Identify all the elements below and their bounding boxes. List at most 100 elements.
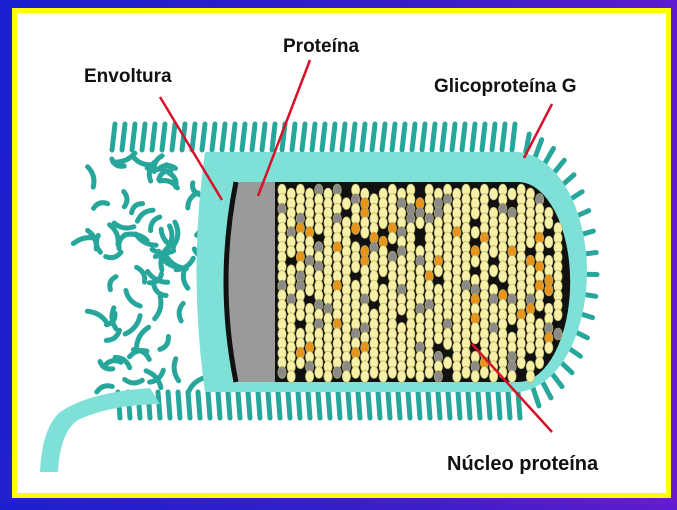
nucleo-bead: [434, 332, 442, 344]
nucleoprotein-core: [225, 182, 571, 382]
spike: [372, 124, 375, 150]
spike: [228, 392, 230, 418]
spike: [392, 124, 395, 150]
spike: [308, 392, 310, 418]
nucleo-bead: [361, 226, 369, 238]
nucleo-bead: [333, 366, 341, 378]
spike: [502, 124, 505, 150]
spike: [258, 392, 260, 418]
spike: [382, 124, 385, 150]
nucleo-bead: [342, 370, 350, 382]
spike: [168, 392, 170, 418]
nucleo-bead: [535, 357, 543, 369]
spike: [348, 392, 350, 418]
spike: [318, 392, 320, 418]
nucleo-bead: [388, 366, 396, 378]
nucleo-bead: [545, 342, 553, 354]
nucleo-bead: [379, 265, 387, 277]
nucleo-bead: [489, 246, 497, 258]
nucleo-bead: [397, 370, 405, 382]
spike: [368, 392, 370, 418]
spike: [432, 124, 435, 150]
spike: [202, 124, 205, 150]
spike: [238, 392, 240, 418]
spike: [122, 124, 125, 150]
nucleo-bead: [508, 188, 516, 200]
label-proteina: Proteína: [283, 36, 359, 57]
nucleo-bead: [526, 342, 534, 354]
nucleo-bead: [508, 370, 516, 382]
nucleo-bead: [434, 370, 442, 382]
nucleo-bead: [305, 284, 313, 296]
nucleo-bead: [315, 222, 323, 234]
nucleo-bead: [296, 357, 304, 369]
spike: [498, 392, 500, 418]
nucleo-bead: [287, 246, 295, 258]
nucleo-bead: [471, 255, 479, 267]
spike: [342, 124, 345, 150]
nucleo-bead: [471, 207, 479, 219]
spike: [358, 392, 360, 418]
nucleo-bead: [425, 366, 433, 378]
spike: [328, 392, 330, 418]
spike: [362, 124, 365, 150]
spike: [312, 124, 315, 150]
nucleo-bead: [324, 370, 332, 382]
nucleo-bead: [379, 370, 387, 382]
nucleo-bead: [462, 366, 470, 378]
spike: [112, 124, 115, 150]
spike: [268, 392, 270, 418]
spike: [422, 124, 425, 150]
nucleo-bead: [453, 370, 461, 382]
spike: [288, 392, 290, 418]
spike: [452, 124, 455, 150]
spike: [468, 392, 470, 418]
nucleo-bead: [535, 299, 543, 311]
nucleo-bead: [489, 265, 497, 277]
spike: [472, 124, 475, 150]
nucleo-bead: [397, 303, 405, 315]
nucleo-bead: [379, 217, 387, 229]
nucleo-bead: [416, 370, 424, 382]
spike: [458, 392, 460, 418]
spike: [222, 124, 225, 150]
spike: [298, 392, 300, 418]
spike: [192, 124, 195, 150]
nucleo-bead: [296, 309, 304, 321]
spike: [388, 392, 390, 418]
spike: [172, 124, 175, 150]
spike: [212, 124, 215, 150]
nucleo-bead: [287, 370, 295, 382]
spike: [142, 124, 145, 150]
nucleo-bead: [526, 370, 534, 382]
nucleo-bead: [489, 188, 497, 200]
nucleo-bead: [443, 357, 451, 369]
nucleo-bead: [370, 290, 378, 302]
nucleo-bead: [443, 338, 451, 350]
spike: [412, 124, 415, 150]
spike: [322, 124, 325, 150]
nucleo-bead: [471, 370, 479, 382]
spike: [492, 124, 495, 150]
spike: [198, 392, 200, 418]
spike: [402, 124, 405, 150]
spike: [188, 392, 190, 418]
nucleo-bead: [554, 309, 562, 321]
spike: [278, 392, 280, 418]
nucleo-bead: [471, 332, 479, 344]
nucleo-bead: [508, 313, 516, 325]
spike: [158, 392, 160, 418]
nucleo-bead: [370, 366, 378, 378]
spike: [332, 124, 335, 150]
nucleo-bead: [554, 328, 562, 340]
spike: [512, 124, 515, 150]
spike: [252, 124, 255, 150]
nucleo-bead: [416, 217, 424, 229]
nucleo-bead: [305, 370, 313, 382]
nucleo-bead: [480, 366, 488, 378]
spike: [292, 124, 295, 150]
spike: [218, 392, 220, 418]
spike: [132, 124, 135, 150]
spike: [462, 124, 465, 150]
